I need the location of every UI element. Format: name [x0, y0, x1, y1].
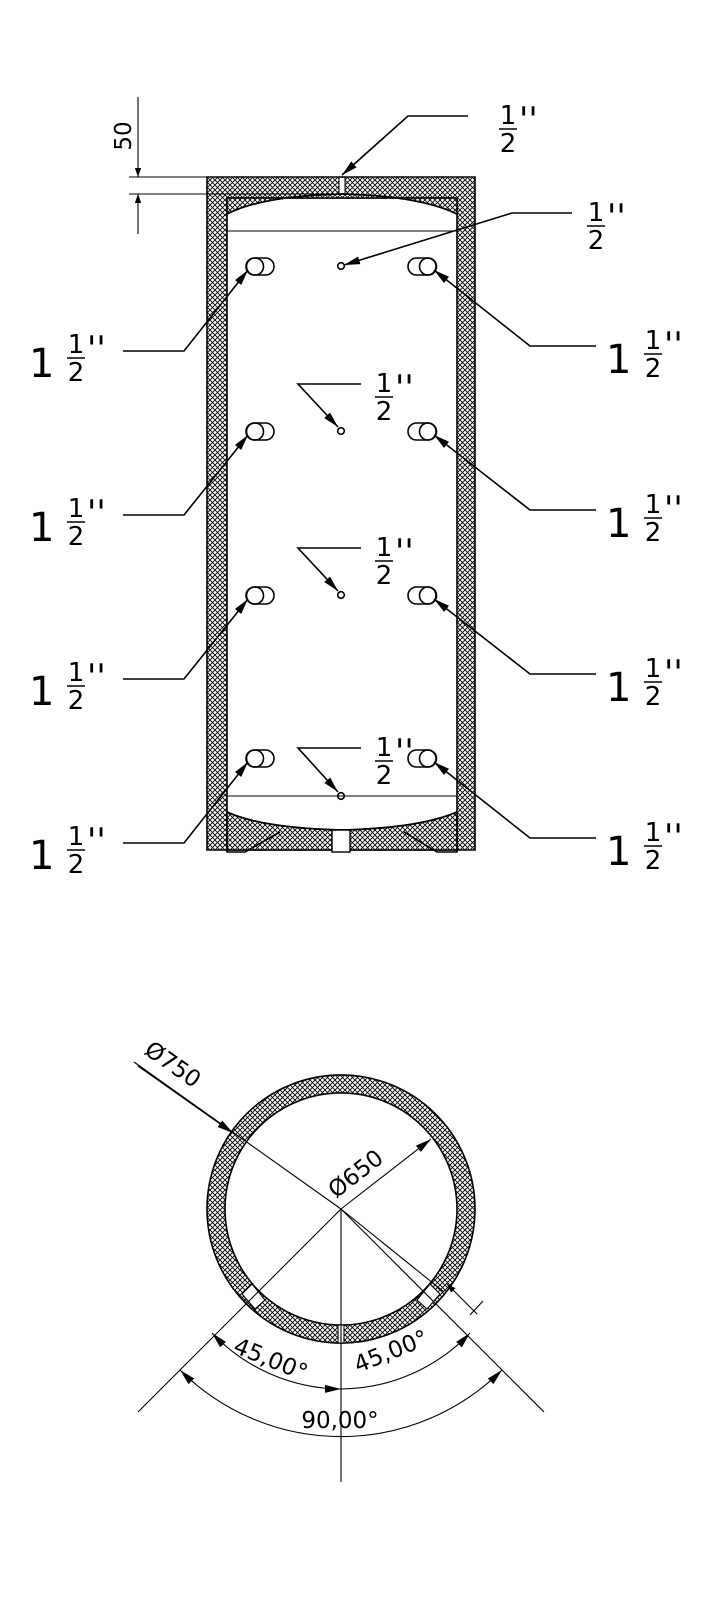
conn-left-3-whole: 1: [29, 669, 54, 715]
connection-right-3: 1 1 2 '': [407, 586, 683, 712]
conn-right-3-unit: '': [664, 653, 683, 693]
conn-right-2-denominator: 2: [645, 518, 662, 548]
conn-right-4-numerator: 1: [645, 818, 662, 848]
connection-left-2: 1 1 2 '': [29, 422, 275, 552]
bottom-drain-socket: [331, 829, 351, 853]
conn-right-2-unit: '': [664, 489, 683, 529]
conn-right-1-unit: '': [664, 325, 683, 365]
outer-diameter-label: Ø750: [140, 1037, 206, 1094]
sensor-1-numerator: 1: [588, 198, 605, 228]
tank-shell: [226, 193, 458, 215]
conn-right-1-numerator: 1: [645, 326, 662, 356]
ray-right: [340, 1208, 545, 1413]
insulation-jacket: [206, 176, 476, 851]
angle-total-label: 90,00°: [301, 1408, 378, 1434]
ray-left: [137, 1208, 342, 1413]
top-socket-numerator: 1: [500, 101, 517, 131]
conn-right-4-whole: 1: [606, 829, 631, 875]
top-view: Ø750 Ø650 45,00° 45,00° 90,00°: [133, 1037, 545, 1482]
conn-right-1-denominator: 2: [645, 354, 662, 384]
conn-left-1-numerator: 1: [68, 330, 85, 360]
angle-arc-total: [179, 1369, 503, 1438]
conn-left-2-denominator: 2: [68, 522, 85, 552]
conn-right-4-denominator: 2: [645, 846, 662, 876]
conn-right-3-whole: 1: [606, 665, 631, 711]
sensor-socket-1: 1 2 '': [336, 197, 626, 271]
outer-diameter-leader: [133, 1061, 342, 1210]
connection-right-2: 1 1 2 '': [407, 422, 683, 548]
sensor-4-numerator: 1: [376, 733, 393, 763]
connection-left-4: 1 1 2 '': [29, 749, 275, 880]
conn-left-3-unit: '': [87, 657, 106, 697]
top-thickness-label: 50: [111, 121, 137, 150]
radial-dimension: [446, 1283, 478, 1315]
conn-left-1-denominator: 2: [68, 358, 85, 388]
conn-left-1-whole: 1: [29, 341, 54, 387]
sensor-1-unit: '': [607, 197, 626, 237]
foot-right: [403, 816, 458, 853]
sensor-3-denominator: 2: [376, 561, 393, 591]
conn-left-4-denominator: 2: [68, 850, 85, 880]
conn-right-2-numerator: 1: [645, 490, 662, 520]
top-thickness-dimension: 50: [111, 97, 345, 234]
sensor-4-denominator: 2: [376, 761, 393, 791]
sensor-3-numerator: 1: [376, 533, 393, 563]
inner-diameter-label: Ø650: [324, 1145, 389, 1204]
sensor-3-unit: '': [395, 532, 414, 572]
conn-left-4-numerator: 1: [68, 822, 85, 852]
connection-right-4: 1 1 2 '': [407, 749, 683, 876]
conn-left-4-whole: 1: [29, 833, 54, 879]
sensor-socket-3: 1 2 '': [296, 532, 414, 600]
conn-left-1-unit: '': [87, 329, 106, 369]
top-socket-denominator: 2: [500, 129, 517, 159]
insulation-ring: [206, 1074, 476, 1344]
conn-left-3-denominator: 2: [68, 686, 85, 716]
angle-left-label: 45,00°: [230, 1333, 311, 1386]
foot-left: [226, 816, 281, 853]
inner-diameter-leader: [340, 1138, 432, 1210]
top-socket-unit: '': [519, 100, 538, 140]
ray-right-inner: [340, 1208, 445, 1293]
connection-left-1: 1 1 2 '': [29, 257, 275, 388]
conn-right-3-denominator: 2: [645, 682, 662, 712]
conn-left-4-unit: '': [87, 821, 106, 861]
sensor-1-denominator: 2: [588, 226, 605, 256]
top-socket-gap: [339, 178, 345, 193]
sensor-socket-2: 1 2 '': [296, 368, 414, 436]
connection-left-3: 1 1 2 '': [29, 586, 275, 716]
conn-left-3-numerator: 1: [68, 658, 85, 688]
conn-right-4-unit: '': [664, 817, 683, 857]
side-view: 50 1 2 '' 1 2 '' 1 2 '': [29, 97, 683, 880]
sensor-2-denominator: 2: [376, 397, 393, 427]
conn-left-2-numerator: 1: [68, 494, 85, 524]
connection-right-1: 1 1 2 '': [407, 257, 683, 384]
conn-left-2-whole: 1: [29, 505, 54, 551]
conn-right-3-numerator: 1: [645, 654, 662, 684]
sensor-2-numerator: 1: [376, 369, 393, 399]
conn-left-2-unit: '': [87, 493, 106, 533]
sensor-2-unit: '': [395, 368, 414, 408]
top-socket-callout: 1 2 '': [341, 100, 538, 176]
conn-right-1-whole: 1: [606, 337, 631, 383]
conn-right-2-whole: 1: [606, 501, 631, 547]
sensor-socket-4: 1 2 '': [296, 732, 414, 801]
